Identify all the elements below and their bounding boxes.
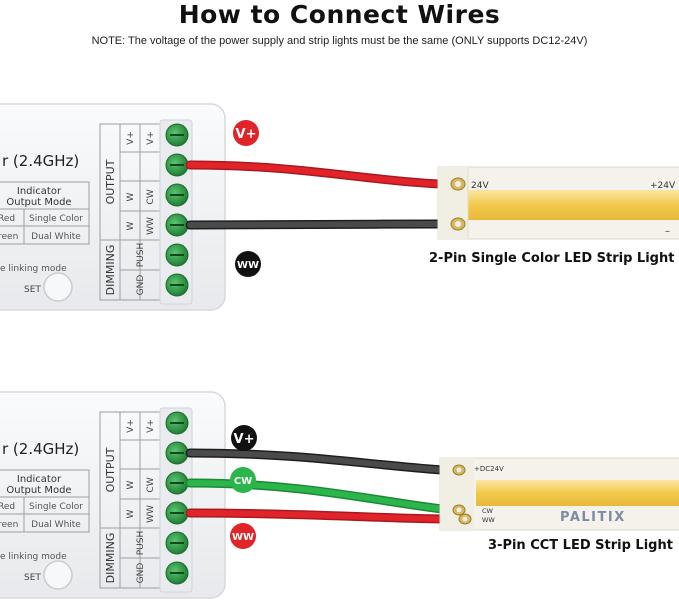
- badge-cw: CW: [230, 467, 256, 493]
- indicator-mode-2: Dual White: [31, 232, 81, 242]
- screw-terminal: [165, 183, 189, 207]
- terminal-block: [159, 407, 193, 593]
- terminal-label: V+: [146, 131, 156, 145]
- solder-pad: [450, 177, 466, 191]
- terminal-label: PUSH: [136, 531, 146, 556]
- indicator-header-1: Indicator: [17, 474, 62, 485]
- svg-text:WW: WW: [237, 260, 259, 271]
- screw-terminal: [165, 561, 189, 585]
- indicator-table: Indicator Output Mode Red Single Color r…: [0, 181, 90, 245]
- black-wire-highlight: [187, 450, 445, 473]
- terminal-label-panel: OUTPUT DIMMING V+ V+ W CW W WW PUSH GND: [99, 123, 161, 301]
- strip-label-plus-24v: +24V: [650, 181, 676, 191]
- terminal-label: WW: [146, 505, 156, 523]
- set-button[interactable]: [43, 272, 73, 302]
- linking-mode-text: e linking mode: [0, 552, 67, 562]
- red-wire-highlight: [187, 510, 445, 522]
- indicator-table: Indicator Output Mode Red Single Color r…: [0, 469, 90, 533]
- screw-terminal: [165, 501, 189, 525]
- led-strip-single-color: 24V +24V –: [437, 166, 679, 240]
- terminal-block: [159, 119, 193, 305]
- svg-text:V+: V+: [236, 127, 257, 142]
- solder-pad: [452, 464, 466, 476]
- output-label: OUTPUT: [104, 159, 117, 204]
- badge-v-plus: V+: [233, 120, 259, 146]
- screw-terminal: [165, 411, 189, 435]
- black-wire-highlight: [187, 221, 443, 228]
- set-label: SET: [24, 573, 41, 583]
- badge-ww: WW: [230, 523, 256, 549]
- indicator-color-1: Red: [0, 214, 15, 224]
- terminal-label: PUSH: [136, 243, 146, 268]
- controller-2: r (2.4GHz) Indicator Output Mode Red Sin…: [0, 391, 226, 599]
- terminal-label: V+: [146, 419, 156, 433]
- strip-label-minus: –: [665, 226, 670, 237]
- svg-text:WW: WW: [232, 532, 254, 543]
- solder-pad: [458, 513, 472, 525]
- strip-label-ww: WW: [482, 516, 495, 524]
- strip-caption-single-color: 2-Pin Single Color LED Strip Light: [429, 251, 675, 266]
- indicator-mode-1: Single Color: [29, 502, 83, 512]
- terminal-label: WW: [146, 217, 156, 235]
- badge-v-plus: V+: [231, 425, 257, 451]
- screw-terminal: [165, 213, 189, 237]
- terminal-label: CW: [146, 477, 156, 492]
- screw-terminal: [165, 471, 189, 495]
- terminal-label: W: [126, 192, 136, 201]
- led-strip-cct: +DC24V CW WW PALITIX: [439, 457, 679, 531]
- page-title: How to Connect Wires: [178, 0, 501, 29]
- indicator-header-2: Output Mode: [6, 485, 71, 496]
- screw-terminal: [165, 441, 189, 465]
- terminal-label: V+: [126, 419, 136, 433]
- dimming-label: DIMMING: [104, 533, 117, 584]
- terminal-label: W: [126, 221, 136, 230]
- terminal-label: CW: [146, 189, 156, 204]
- red-wire-highlight: [187, 162, 443, 187]
- brand-logo: PALITIX: [560, 510, 626, 525]
- green-wire-highlight: [187, 480, 445, 512]
- dimming-label: DIMMING: [104, 245, 117, 296]
- indicator-color-2: reen: [0, 520, 18, 530]
- terminal-label: V+: [126, 131, 136, 145]
- terminal-label: GND: [136, 563, 146, 584]
- terminal-label-panel: OUTPUT DIMMING V+ V+ W CW W WW PUSH GND: [99, 411, 161, 589]
- voltage-note: NOTE: The voltage of the power supply an…: [91, 35, 588, 47]
- terminal-label: W: [126, 509, 136, 518]
- strip-caption-cct: 3-Pin CCT LED Strip Light: [488, 538, 673, 553]
- set-button[interactable]: [43, 560, 73, 590]
- indicator-color-2: reen: [0, 232, 18, 242]
- indicator-mode-1: Single Color: [29, 214, 83, 224]
- solder-pad: [452, 504, 466, 516]
- strip-label-24v: 24V: [471, 181, 489, 191]
- screw-terminal: [165, 123, 189, 147]
- screw-terminal: [165, 531, 189, 555]
- set-label: SET: [24, 285, 41, 295]
- terminal-label: GND: [136, 275, 146, 296]
- indicator-header-2: Output Mode: [6, 197, 71, 208]
- indicator-header-1: Indicator: [17, 186, 62, 197]
- svg-text:CW: CW: [234, 476, 252, 487]
- output-label: OUTPUT: [104, 447, 117, 492]
- solder-pad: [450, 217, 466, 231]
- screw-terminal: [165, 243, 189, 267]
- screw-terminal: [165, 153, 189, 177]
- badge-ww: WW: [235, 251, 261, 277]
- strip-label-dc24v: +DC24V: [474, 465, 504, 473]
- controller-title: r (2.4GHz): [2, 152, 79, 170]
- controller-1: r (2.4GHz) Indicator Output Mode Red Sin…: [0, 103, 226, 311]
- indicator-color-1: Red: [0, 502, 15, 512]
- strip-label-cw: CW: [482, 507, 494, 515]
- svg-text:V+: V+: [234, 432, 255, 447]
- controller-title: r (2.4GHz): [2, 440, 79, 458]
- terminal-label: W: [126, 480, 136, 489]
- screw-terminal: [165, 273, 189, 297]
- linking-mode-text: e linking mode: [0, 264, 67, 274]
- indicator-mode-2: Dual White: [31, 520, 81, 530]
